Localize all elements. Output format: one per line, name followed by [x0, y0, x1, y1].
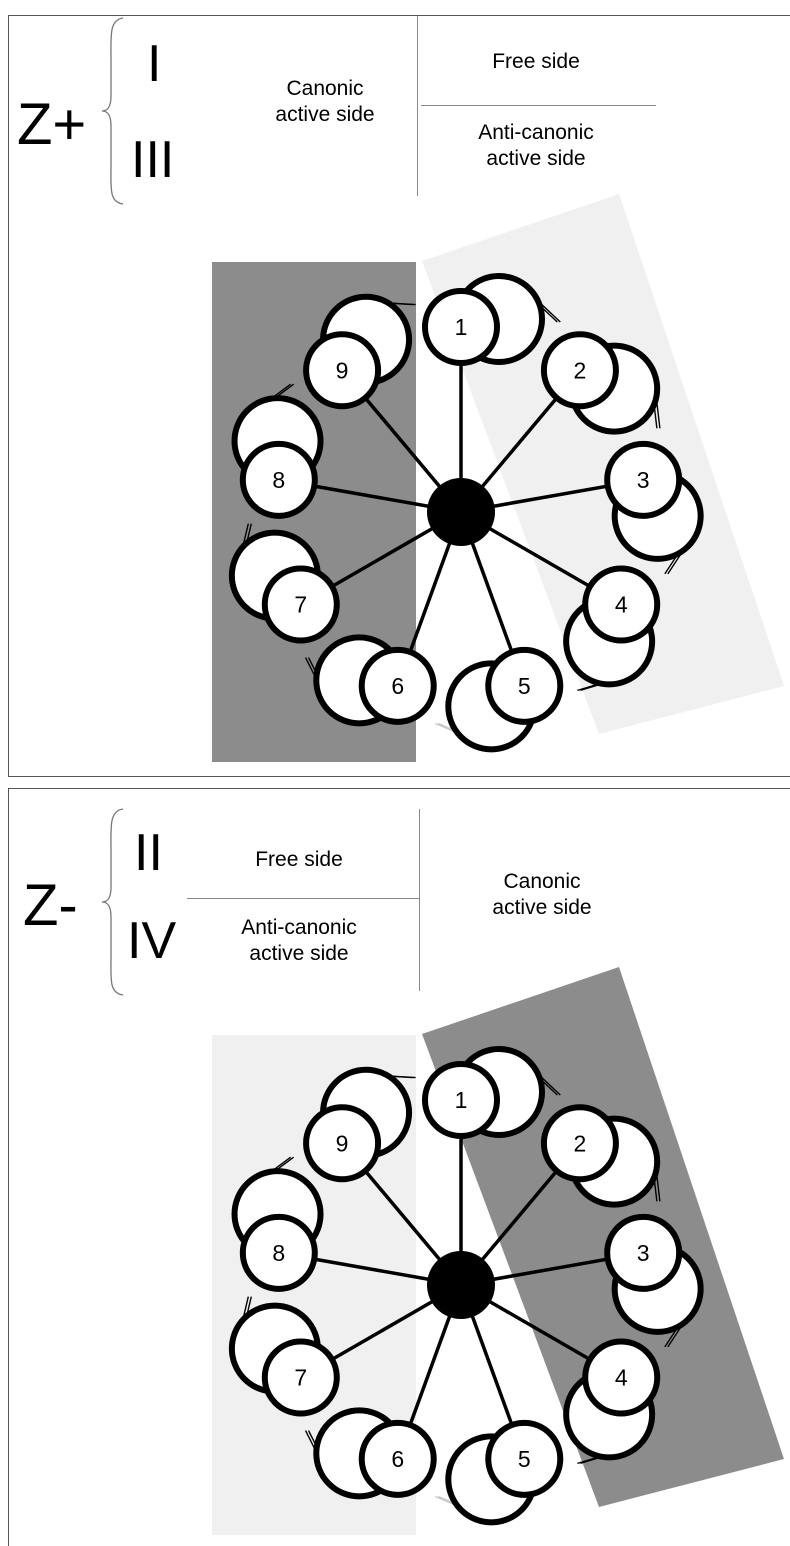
blade-label: 7: [294, 1365, 307, 1391]
blade-7: 7: [261, 1338, 340, 1417]
blade-2: 2: [540, 331, 619, 410]
panel-z-plus: Z+ I III Canonic active side Free side A…: [8, 15, 790, 777]
header-divider-horizontal: [187, 898, 419, 899]
blade-label: 9: [336, 1130, 349, 1156]
blade-label: 5: [518, 1446, 531, 1472]
blade-label: 2: [574, 1130, 587, 1156]
panel-z-minus: Z- II IV Free side Anti-canonic active s…: [8, 788, 790, 1546]
anticanonic-active-side-label: Anti-canonic active side: [241, 916, 357, 965]
blade-9: 9: [303, 331, 382, 410]
blade-4: 4: [582, 565, 661, 644]
blade-label: 1: [455, 1087, 468, 1113]
numeral-upper: II: [134, 824, 163, 882]
blade-label: 8: [272, 467, 285, 493]
blade-4: 4: [582, 1338, 661, 1417]
numeral-lower: III: [131, 131, 175, 189]
numeral-lower: IV: [127, 912, 177, 970]
blade-label: 9: [336, 357, 349, 383]
hub: [427, 478, 495, 546]
z-minus-label: Z-: [23, 873, 78, 938]
blade-6: 6: [358, 1419, 437, 1498]
blade-8: 8: [239, 1213, 318, 1292]
blade-6: 6: [358, 646, 437, 725]
blade-label: 4: [615, 1365, 628, 1391]
blade-label: 5: [518, 673, 531, 699]
wheel-diagram-z-plus: 1 2 3 4 5 6 7 8 9: [212, 194, 784, 762]
blade-3: 3: [604, 1213, 683, 1292]
left-brace: [101, 17, 124, 205]
canonic-active-side-label: Canonic active side: [492, 870, 592, 919]
blade-label: 3: [637, 467, 650, 493]
free-side-label: Free side: [492, 50, 580, 73]
header-divider-vertical: [417, 16, 418, 196]
hub: [427, 1251, 495, 1319]
blade-label: 3: [637, 1240, 650, 1266]
blade-label: 4: [615, 592, 628, 618]
blade-3: 3: [604, 440, 683, 519]
left-brace: [101, 808, 124, 996]
blade-label: 2: [574, 357, 587, 383]
z-plus-label: Z+: [17, 92, 87, 157]
numeral-upper: I: [147, 35, 162, 93]
blade-label: 6: [391, 673, 404, 699]
blade-9: 9: [303, 1104, 382, 1183]
wheel-diagram-z-minus: 1 2 3 4 5 6 7 8 9: [212, 967, 784, 1535]
blade-5: 5: [485, 646, 564, 725]
blade-8: 8: [239, 440, 318, 519]
blade-2: 2: [540, 1104, 619, 1183]
blade-1: 1: [422, 1061, 500, 1139]
blade-1: 1: [422, 288, 500, 366]
header-divider-horizontal: [421, 105, 656, 106]
anticanonic-active-side-label: Anti-canonic active side: [478, 121, 594, 170]
canonic-active-side-label: Canonic active side: [275, 77, 375, 126]
blade-label: 7: [294, 592, 307, 618]
free-side-label: Free side: [255, 848, 343, 871]
blade-label: 8: [272, 1240, 285, 1266]
blade-5: 5: [485, 1419, 564, 1498]
header-divider-vertical: [419, 809, 420, 991]
blade-label: 1: [455, 314, 468, 340]
blade-7: 7: [261, 565, 340, 644]
blade-label: 6: [391, 1446, 404, 1472]
